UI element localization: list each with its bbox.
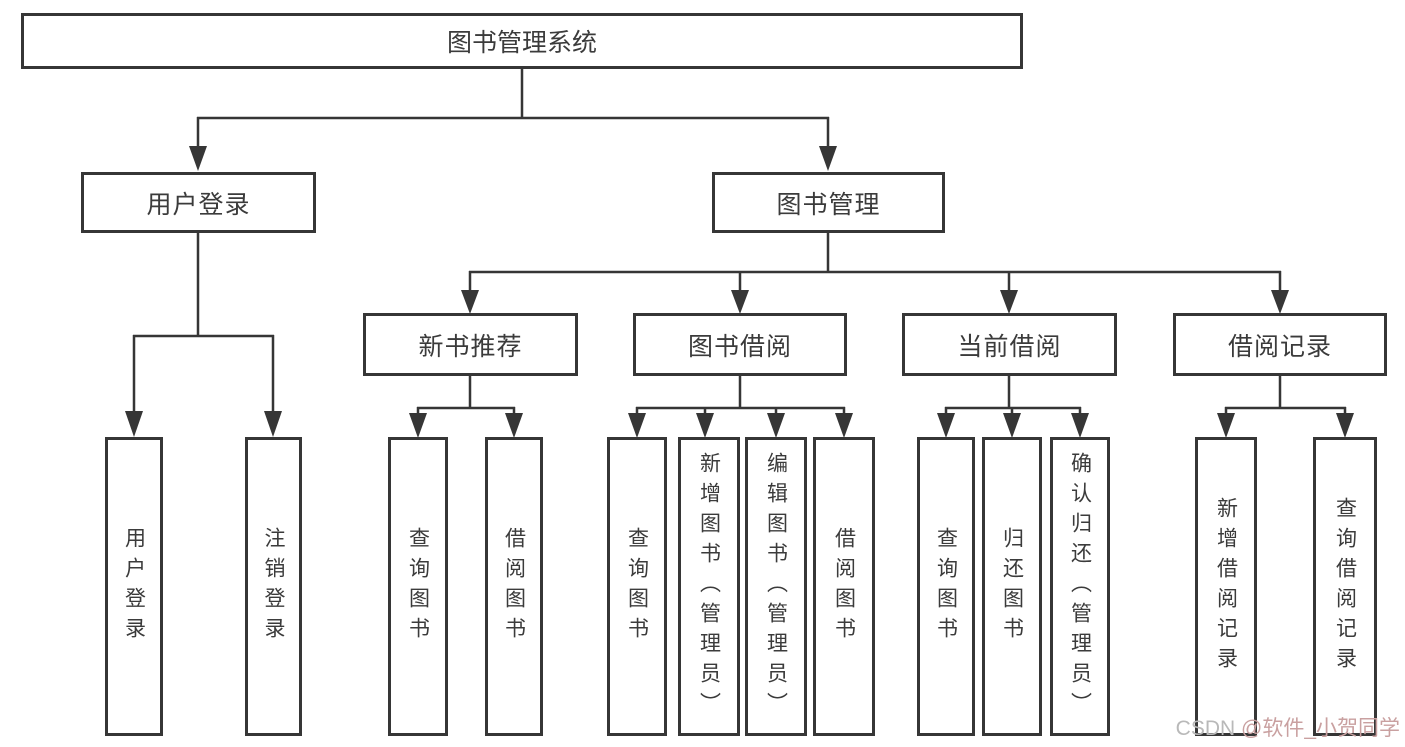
leaf-add-books-admin-label: 新增图书（管理员） bbox=[697, 451, 721, 722]
node-user-login: 用户登录 bbox=[81, 172, 316, 233]
node-current-borrow-label: 当前借阅 bbox=[957, 332, 1062, 361]
leaf-add-books-admin: 新增图书（管理员） bbox=[678, 437, 740, 736]
node-root-system: 图书管理系统 bbox=[21, 13, 1023, 69]
leaf-user-login-label: 用户登录 bbox=[122, 526, 146, 647]
watermark-brand: CSDN bbox=[1175, 717, 1241, 740]
leaf-borrow-books: 借阅图书 bbox=[813, 437, 875, 736]
node-book-management-label: 图书管理 bbox=[776, 190, 881, 219]
node-root-label: 图书管理系统 bbox=[446, 29, 597, 57]
leaf-query-books-current: 查询图书 bbox=[917, 437, 975, 736]
leaf-query-books-borrow: 查询图书 bbox=[607, 437, 667, 736]
leaf-query-books-current-label: 查询图书 bbox=[934, 526, 958, 647]
watermark-author: @软件_小贺同学 bbox=[1241, 717, 1400, 740]
leaf-query-books-borrow-label: 查询图书 bbox=[625, 526, 649, 647]
leaf-return-books-label: 归还图书 bbox=[1000, 526, 1024, 647]
leaf-user-login: 用户登录 bbox=[105, 437, 163, 736]
leaf-query-borrow-record-label: 查询借阅记录 bbox=[1333, 496, 1357, 677]
leaf-edit-books-admin-label: 编辑图书（管理员） bbox=[764, 451, 788, 722]
leaf-return-books: 归还图书 bbox=[982, 437, 1042, 736]
node-book-management: 图书管理 bbox=[712, 172, 945, 233]
node-book-borrow: 图书借阅 bbox=[633, 313, 847, 376]
node-book-borrow-label: 图书借阅 bbox=[687, 332, 792, 361]
csdn-watermark: CSDN @软件_小贺同学 bbox=[1176, 712, 1400, 742]
leaf-edit-books-admin: 编辑图书（管理员） bbox=[745, 437, 807, 736]
node-new-book-recommend-label: 新书推荐 bbox=[418, 332, 523, 361]
node-current-borrow: 当前借阅 bbox=[902, 313, 1117, 376]
leaf-query-borrow-record: 查询借阅记录 bbox=[1313, 437, 1377, 736]
leaf-query-books-recommend: 查询图书 bbox=[388, 437, 448, 736]
leaf-logout-label: 注销登录 bbox=[262, 526, 285, 647]
leaf-query-books-recommend-label: 查询图书 bbox=[406, 526, 430, 647]
node-new-book-recommend: 新书推荐 bbox=[363, 313, 578, 376]
leaf-borrow-books-recommend: 借阅图书 bbox=[485, 437, 543, 736]
node-borrow-records-label: 借阅记录 bbox=[1227, 332, 1332, 361]
node-borrow-records: 借阅记录 bbox=[1173, 313, 1387, 376]
leaf-confirm-return-admin-label: 确认归还（管理员） bbox=[1068, 451, 1092, 722]
node-user-login-label: 用户登录 bbox=[146, 190, 251, 219]
leaf-add-borrow-record: 新增借阅记录 bbox=[1195, 437, 1257, 736]
leaf-logout: 注销登录 bbox=[245, 437, 302, 736]
leaf-confirm-return-admin: 确认归还（管理员） bbox=[1050, 437, 1110, 736]
leaf-borrow-books-label: 借阅图书 bbox=[832, 526, 856, 647]
leaf-add-borrow-record-label: 新增借阅记录 bbox=[1214, 496, 1238, 677]
leaf-borrow-books-recommend-label: 借阅图书 bbox=[502, 526, 526, 647]
